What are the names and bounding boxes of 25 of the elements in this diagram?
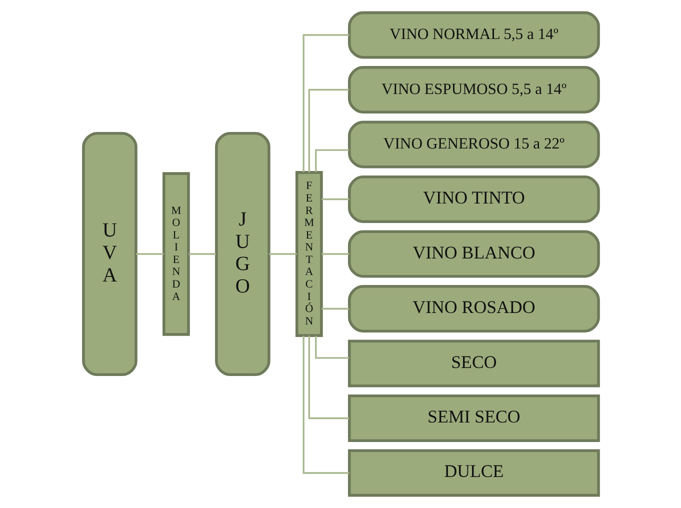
node-box: FERMENTACIÓN xyxy=(294,171,322,337)
connector xyxy=(314,336,348,359)
connector xyxy=(321,198,349,200)
connector xyxy=(136,253,164,255)
node-box: VINO ROSADO xyxy=(347,285,600,332)
connector xyxy=(308,88,349,172)
node-box: SEMI SECO xyxy=(347,394,600,442)
connector xyxy=(302,336,349,474)
connector xyxy=(302,34,349,172)
connector xyxy=(268,253,296,255)
connector xyxy=(314,149,348,172)
node-box: UVA xyxy=(82,132,137,376)
node-box: VINO GENEROSO 15 a 22º xyxy=(347,120,600,168)
node-box: DULCE xyxy=(347,449,600,497)
connector xyxy=(308,336,349,420)
connector xyxy=(188,253,216,255)
node-box: VINO NORMAL 5,5 a 14º xyxy=(347,11,600,59)
node-box: JUGO xyxy=(214,132,270,376)
node-box: MOLIENDA xyxy=(162,172,190,336)
node-box: VINO TINTO xyxy=(347,176,600,223)
node-box: VINO ESPUMOSO 5,5 a 14º xyxy=(347,66,600,114)
connector xyxy=(321,308,349,310)
node-box: SECO xyxy=(347,340,600,388)
connector xyxy=(321,253,349,255)
node-box: VINO BLANCO xyxy=(347,230,600,278)
